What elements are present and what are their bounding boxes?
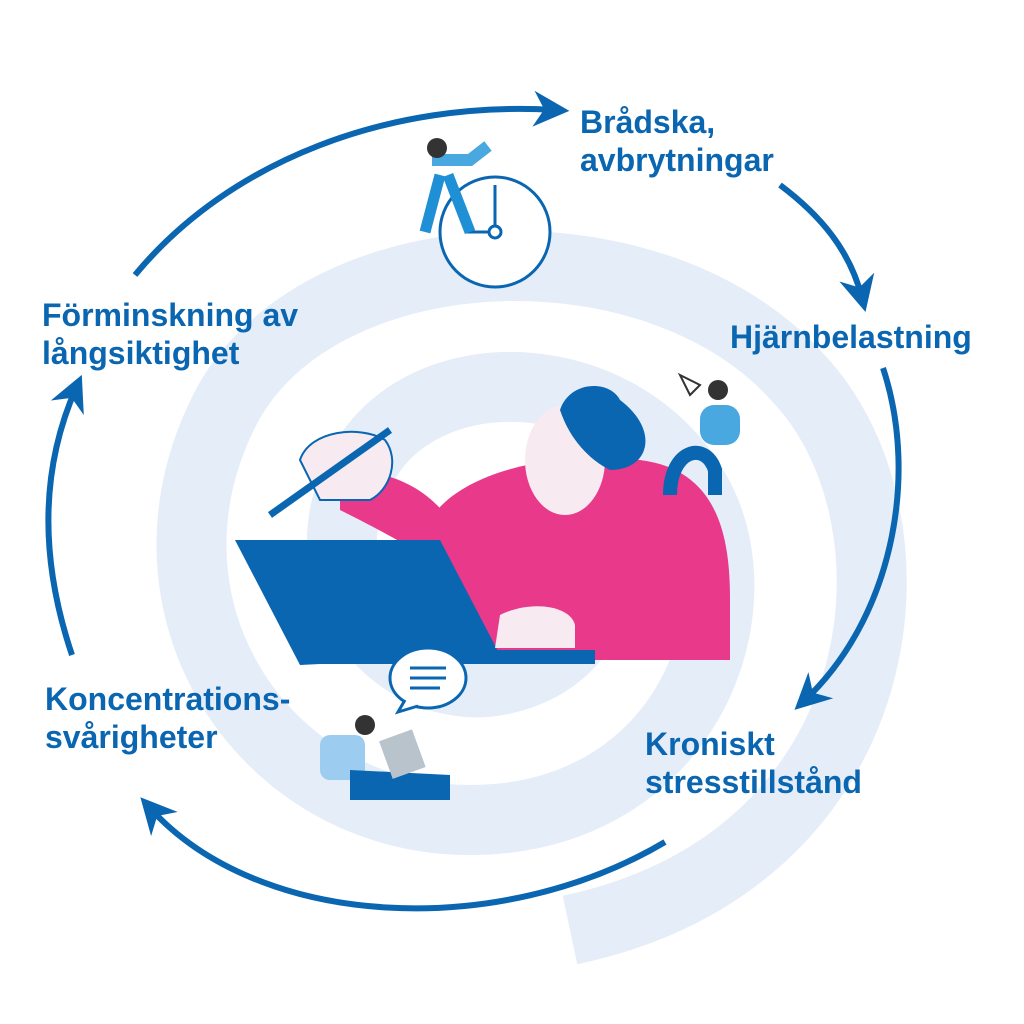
person-with-laptop: [235, 386, 730, 665]
arrow-icon: [140, 797, 667, 912]
step-label-line1: Hjärnbelastning: [730, 319, 972, 355]
step-label-line2: långsiktighet: [42, 335, 240, 371]
arrow-icon: [132, 90, 570, 277]
step-label-line1: Kroniskt: [645, 726, 775, 762]
step-label-line2: stresstillstånd: [645, 764, 862, 800]
arrow-icon: [778, 182, 875, 312]
step-brain-load: Hjärnbelastning: [730, 318, 972, 356]
clock-icon: [419, 138, 552, 289]
step-label-line2: avbrytningar: [580, 142, 774, 178]
reading-person: [320, 715, 450, 800]
speech-bubble-icon: [388, 646, 468, 715]
arrow-icon: [45, 374, 84, 656]
step-label-line2: svårigheter: [45, 719, 218, 755]
step-label-line1: Brådska,: [580, 104, 716, 140]
step-label-line1: Koncentrations-: [45, 681, 291, 717]
step-label-line1: Förminskning av: [42, 297, 299, 333]
arrow-icon: [794, 367, 902, 710]
step-concentration-difficulties: Koncentrations- svårigheter: [45, 680, 290, 756]
step-urgency-interruptions: Brådska, avbrytningar: [580, 103, 774, 179]
step-chronic-stress: Kroniskt stresstillstånd: [645, 725, 862, 801]
megaphone-icon: [663, 372, 740, 496]
cycle-arrows: [45, 90, 902, 912]
step-reduced-long-term-thinking: Förminskning av långsiktighet: [42, 296, 298, 372]
